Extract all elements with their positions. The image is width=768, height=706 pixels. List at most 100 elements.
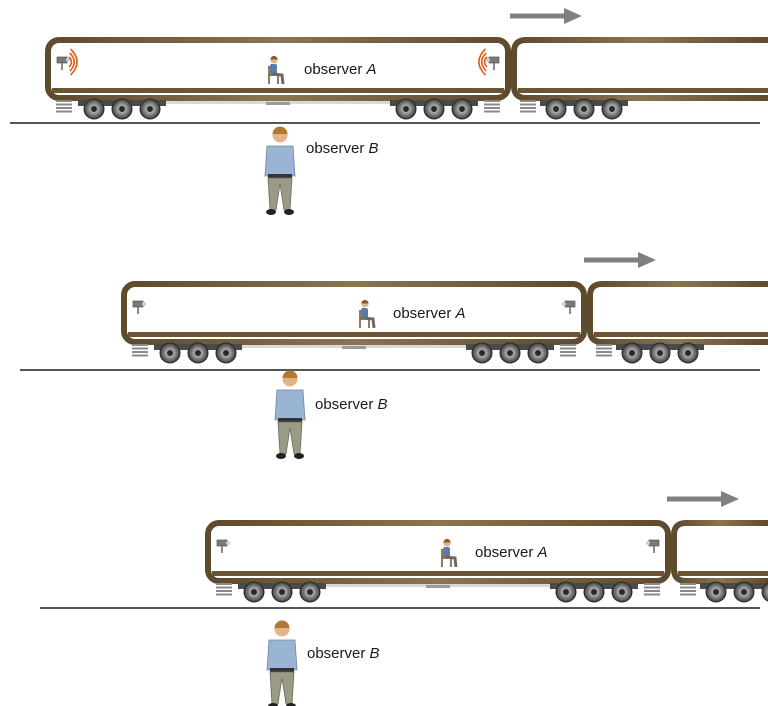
wheel-hub — [591, 589, 597, 595]
light-source-icon — [216, 539, 230, 553]
observer-word: observer — [315, 396, 378, 413]
observer-letter: A — [537, 544, 548, 561]
light-source-icon — [56, 56, 70, 70]
wheel-hub — [119, 106, 125, 112]
step-coupler — [56, 100, 72, 113]
undercarriage-plate — [426, 585, 450, 588]
step-bar — [56, 103, 72, 106]
standing-person-icon — [266, 620, 298, 706]
wheel-hub — [167, 350, 173, 356]
emitter-lens — [562, 302, 566, 306]
step-bar — [216, 586, 232, 589]
torso — [361, 308, 368, 319]
shoe-left — [276, 453, 286, 459]
shoe-left — [266, 209, 276, 215]
observer-label: observer A — [304, 61, 377, 78]
wheel-hub — [147, 106, 153, 112]
step-bar — [216, 593, 232, 596]
next-car-floor — [518, 88, 768, 93]
step-bar — [484, 103, 500, 106]
wheel-hub — [307, 589, 313, 595]
hair — [270, 55, 278, 60]
wheel-hub — [403, 106, 409, 112]
step-bar — [56, 107, 72, 109]
wheel-icon — [761, 582, 768, 602]
emitter-lens — [226, 541, 230, 545]
step-bar — [520, 100, 536, 102]
motion-arrow-icon — [510, 8, 582, 24]
shirt — [274, 389, 306, 421]
next-train-car — [671, 520, 768, 584]
hair — [443, 538, 451, 543]
torso — [443, 547, 450, 558]
step-bar — [520, 103, 536, 106]
wheel-set — [466, 342, 554, 364]
wheel-set — [390, 98, 478, 120]
step-bar — [560, 351, 576, 353]
scene-panel-1: observer A observer B — [10, 8, 768, 215]
wheel-hub — [629, 350, 635, 356]
step-bar — [644, 593, 660, 596]
wheel-hub — [581, 106, 587, 112]
step-bar — [132, 347, 148, 350]
belt — [278, 418, 302, 422]
step-bar — [680, 583, 696, 585]
undercarriage-plate — [342, 346, 366, 349]
hair — [274, 620, 290, 628]
pants — [277, 421, 303, 455]
step-bar — [520, 107, 536, 109]
arrow-shaft — [667, 496, 723, 502]
train-car — [45, 37, 511, 101]
step-bar — [560, 354, 576, 357]
wheel-hub — [431, 106, 437, 112]
shirt — [264, 145, 296, 177]
train-car — [205, 520, 671, 584]
wheel-hub — [91, 106, 97, 112]
emitter-lens — [646, 541, 650, 545]
wheel-hub — [563, 589, 569, 595]
step-bar — [132, 351, 148, 353]
motion-arrow-icon — [667, 491, 739, 507]
wheel-set — [154, 342, 242, 364]
wheel-hub — [741, 589, 747, 595]
wheel-hub — [507, 350, 513, 356]
observer-label: observer B — [306, 140, 379, 157]
undercarriage-plate — [266, 102, 290, 105]
arrow-head — [721, 491, 739, 507]
observer-label: observer A — [475, 544, 548, 561]
hair — [361, 299, 369, 304]
observer-word: observer — [306, 140, 369, 157]
observer-word: observer — [307, 645, 370, 662]
step-bar — [644, 583, 660, 585]
shirt — [266, 639, 298, 671]
legs — [271, 72, 285, 85]
step-bar — [56, 110, 72, 113]
wave-arc — [70, 48, 78, 76]
step-bar — [644, 590, 660, 592]
step-bar — [216, 590, 232, 592]
wheel-set — [78, 98, 166, 120]
pants — [269, 671, 295, 705]
wheel-set — [616, 342, 704, 364]
wheel-hub — [685, 350, 691, 356]
car-floor — [128, 332, 580, 337]
arrow-head — [638, 252, 656, 268]
observer-letter: B — [370, 645, 380, 662]
step-bar — [596, 344, 612, 346]
observer-word: observer — [393, 305, 456, 322]
observer-letter: A — [455, 305, 466, 322]
observer-letter: B — [378, 396, 388, 413]
belt — [268, 174, 292, 178]
next-car-floor — [594, 332, 768, 337]
wave-arc — [478, 48, 486, 76]
wheel-hub — [279, 589, 285, 595]
seated-person-icon — [441, 538, 458, 568]
shoe-left — [268, 703, 278, 706]
seated-person-icon — [268, 55, 285, 85]
motion-arrow-icon — [584, 252, 656, 268]
step-coupler — [132, 344, 148, 357]
observer-label: observer B — [307, 645, 380, 662]
